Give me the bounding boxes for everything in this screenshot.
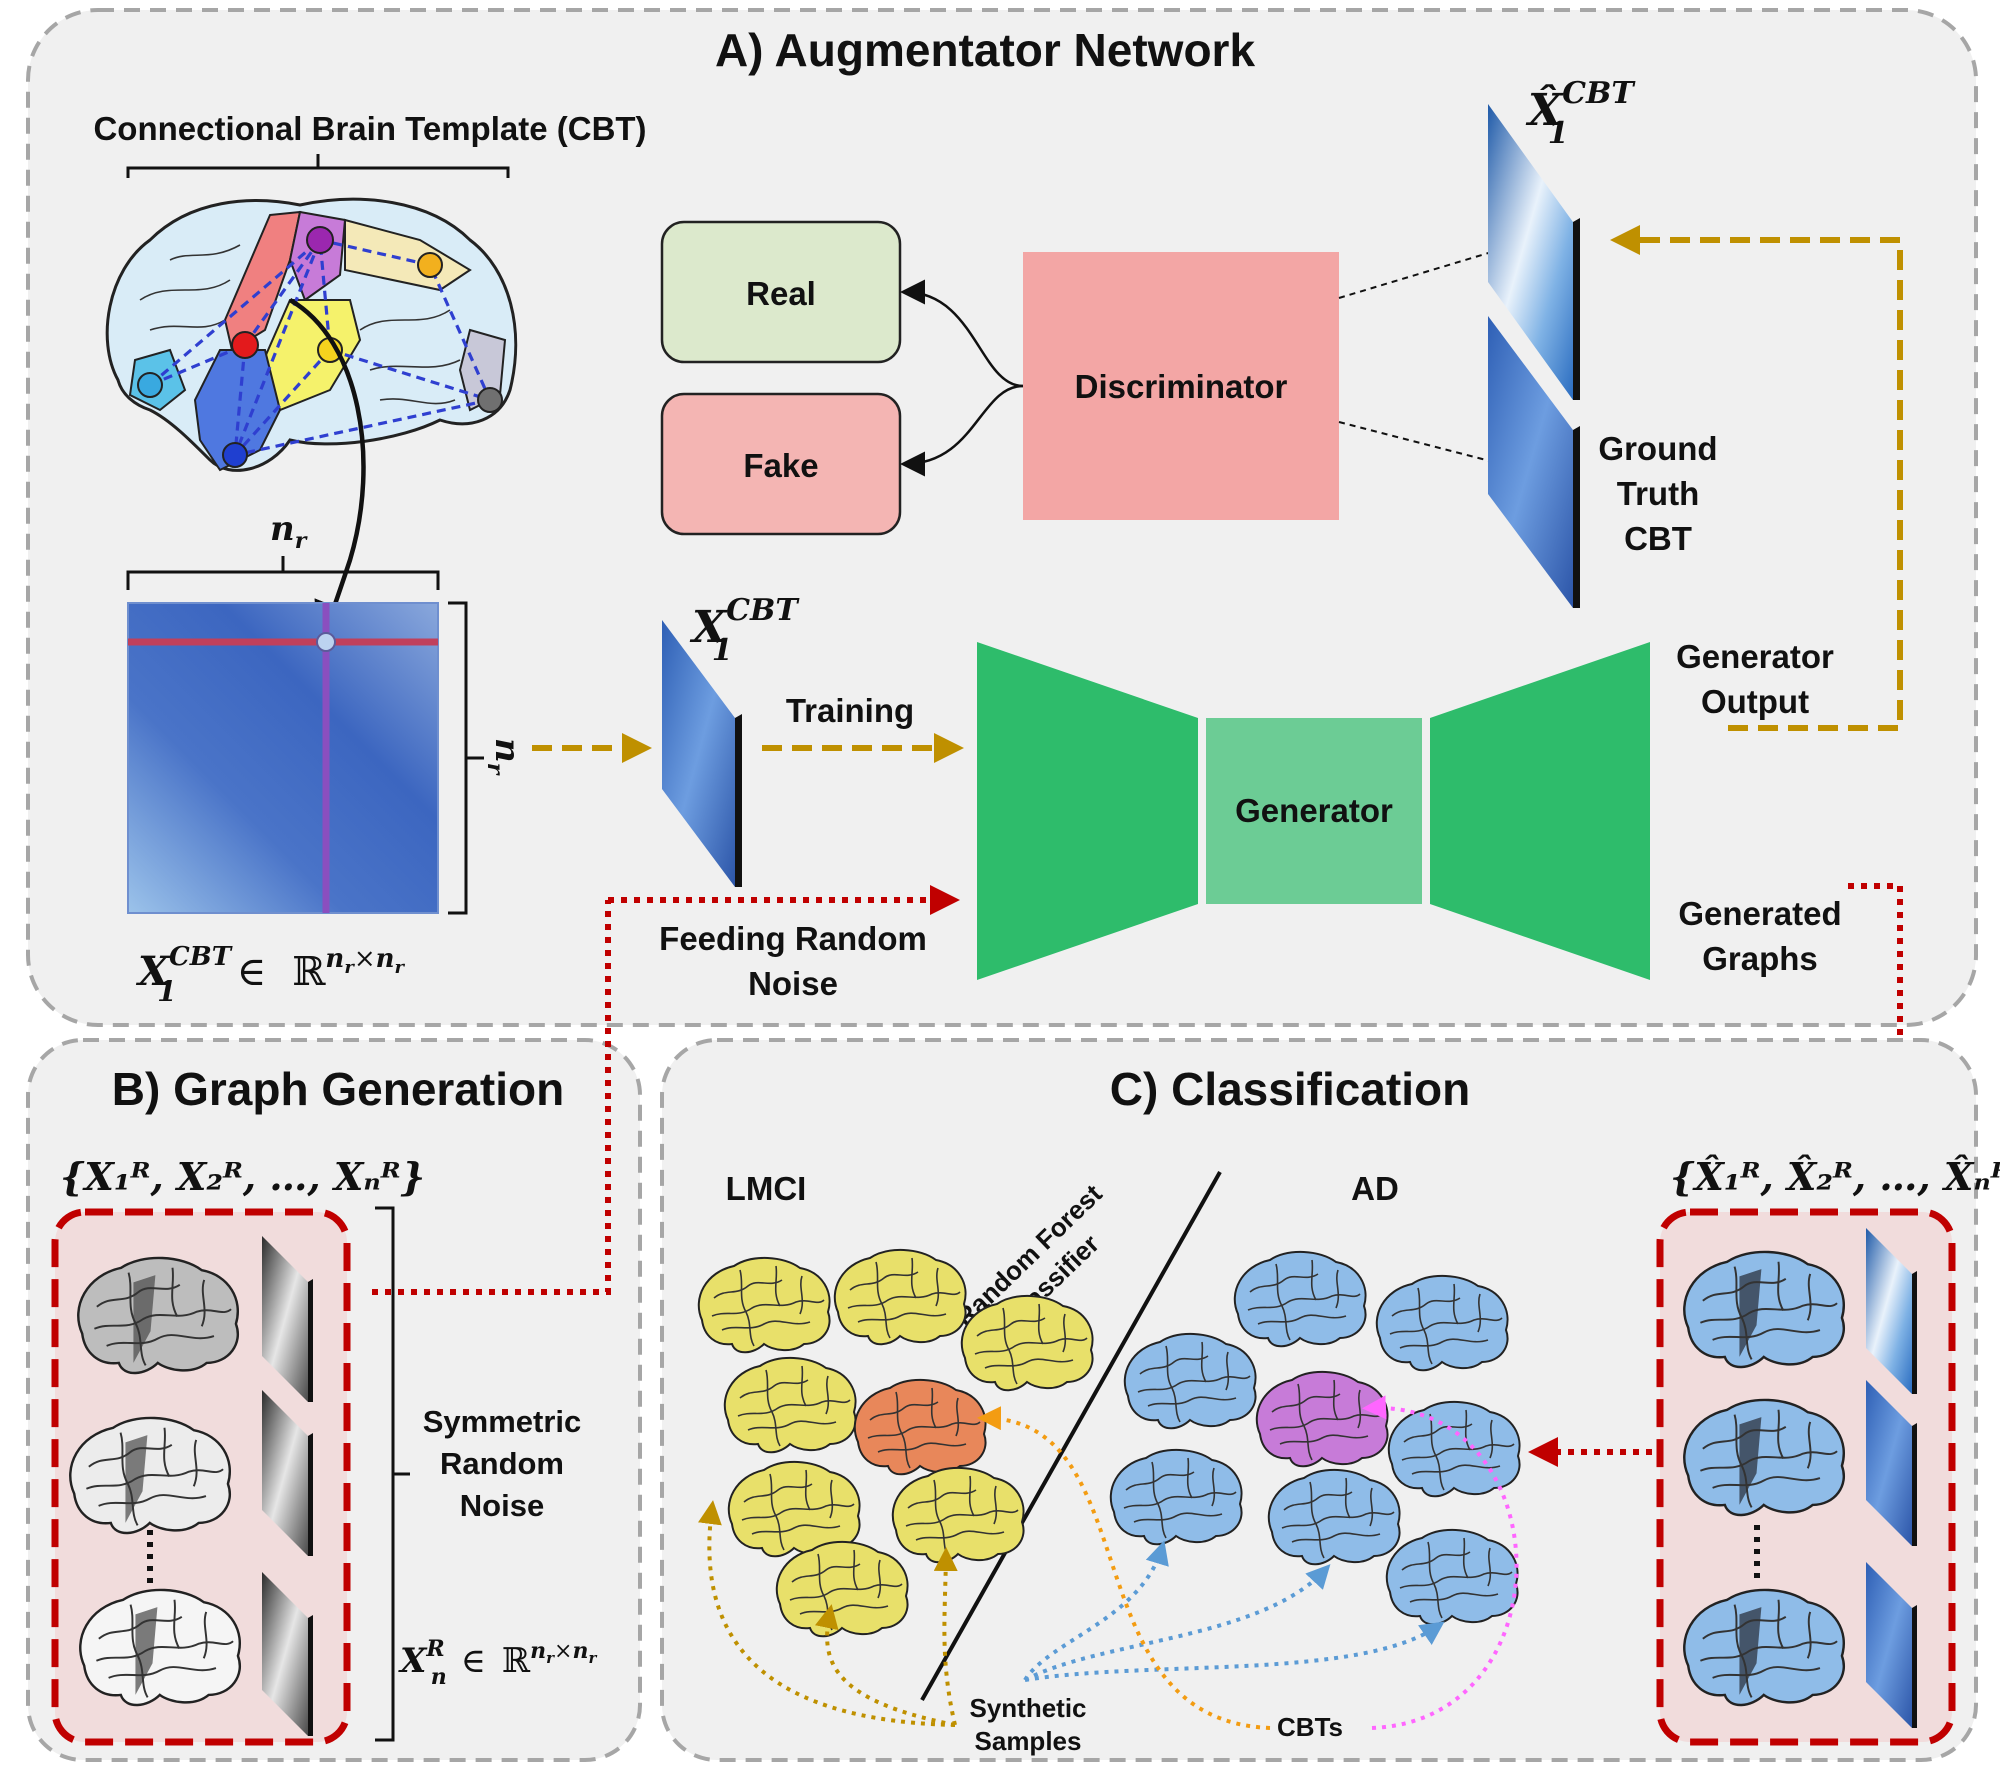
blue-brain-3 (1683, 1588, 1846, 1707)
arrow-noise-path (372, 900, 611, 1295)
generated-graphs-label-2: Graphs (1702, 940, 1818, 977)
cbt-brain-illustration (105, 197, 518, 649)
cbt-bracket (126, 154, 510, 178)
lmci-brain-2 (833, 1248, 967, 1346)
lmci-brain-4 (723, 1356, 857, 1454)
cbt-caption: Connectional Brain Template (CBT) (93, 110, 646, 147)
ad-brain-2 (1375, 1274, 1509, 1372)
blue-slab-1 (1866, 1228, 1917, 1394)
matrix-right-bracket (448, 601, 484, 915)
cbt-matrix (127, 602, 439, 914)
matrix-top-bracket (126, 556, 440, 590)
noise-label-3: Noise (460, 1488, 544, 1523)
synthetic-label-2: Samples (975, 1726, 1082, 1756)
real-set-label: {X₁ᴿ, X₂ᴿ, …, Xₙᴿ} (60, 1154, 425, 1199)
ground-truth-label-3: CBT (1624, 520, 1692, 557)
grey-slab-1 (262, 1236, 313, 1402)
ad-cbt-brain (1255, 1370, 1389, 1468)
lmci-label: LMCI (726, 1170, 807, 1207)
synthetic-to-ad-arrows (1023, 1540, 1445, 1682)
grey-brain-2 (69, 1416, 232, 1535)
generator-output-label-1: Generator (1676, 638, 1834, 675)
nr-top-label: nr (270, 509, 308, 554)
ad-label: AD (1351, 1170, 1399, 1207)
generator-output-label-2: Output (1701, 683, 1809, 720)
arrow-disc-to-fake (900, 384, 1024, 477)
ad-brain-4 (1387, 1400, 1521, 1498)
generated-graphs-label-1: Generated (1678, 895, 1841, 932)
generated-set-label: {X̂₁ᴿ, X̂₂ᴿ, …, X̂ₙᴿ} (1670, 1154, 2000, 1199)
panel-a-title: A) Augmentator Network (715, 24, 1256, 76)
fake-box (660, 392, 902, 536)
lmci-brain-1 (697, 1256, 831, 1354)
real-box (660, 220, 902, 364)
blue-brain-1 (1683, 1250, 1846, 1369)
panel-c-title: C) Classification (1110, 1063, 1470, 1115)
blue-slab-2 (1866, 1380, 1917, 1546)
ground-truth-label-1: Ground (1598, 430, 1717, 467)
blue-brain-2 (1683, 1398, 1846, 1517)
noise-label-1: Symmetric (423, 1404, 582, 1439)
grey-brain-1 (77, 1256, 240, 1375)
arrow-disc-to-real (900, 279, 1024, 388)
arrow-output-to-generated-cbt (1610, 225, 1903, 731)
discriminator-label: Discriminator (1075, 368, 1288, 405)
training-label: Training (786, 692, 914, 729)
cbt-slab (662, 620, 742, 887)
synthetic-label-1: Synthetic (969, 1693, 1086, 1723)
noise-bracket (375, 1206, 410, 1742)
grey-brain-3 (79, 1588, 242, 1707)
ground-truth-label-2: Truth (1617, 475, 1699, 512)
lmci-cbt-brain (853, 1378, 987, 1476)
lmci-brain-7 (775, 1540, 909, 1638)
ad-brain-7 (1385, 1528, 1519, 1626)
lmci-brain-3 (960, 1294, 1094, 1392)
panel-b-title: B) Graph Generation (112, 1063, 564, 1115)
disc-link-top (1338, 247, 1506, 299)
arrow-generated-to-classification (1848, 883, 1915, 1122)
grey-slab-2 (262, 1390, 313, 1556)
fake-label: Fake (743, 447, 818, 484)
ad-brain-5 (1109, 1448, 1243, 1546)
synthetic-to-lmci-arrows (698, 1500, 958, 1727)
real-label: Real (746, 275, 816, 312)
noise-label-2: Random (440, 1446, 564, 1481)
feeding-label-2: Noise (748, 965, 838, 1002)
nr-right-label: nr (482, 738, 527, 776)
rf-decision-line (920, 1171, 1222, 1701)
ad-brain-6 (1267, 1468, 1401, 1566)
feeding-label-1: Feeding Random (659, 920, 927, 957)
generator-label: Generator (1235, 792, 1393, 829)
generator-block (977, 642, 1650, 980)
cbts-label: CBTs (1277, 1712, 1343, 1742)
ground-truth-slab (1488, 316, 1580, 608)
ad-brain-3 (1123, 1332, 1257, 1430)
grey-slab-3 (262, 1572, 313, 1736)
cbt-arrows (977, 1395, 1519, 1730)
blue-slab-3 (1866, 1562, 1917, 1728)
discriminator-box (1023, 252, 1339, 520)
ad-brain-1 (1233, 1250, 1367, 1348)
lmci-brain-6 (891, 1466, 1025, 1564)
generated-cbt-slab (1488, 104, 1580, 400)
